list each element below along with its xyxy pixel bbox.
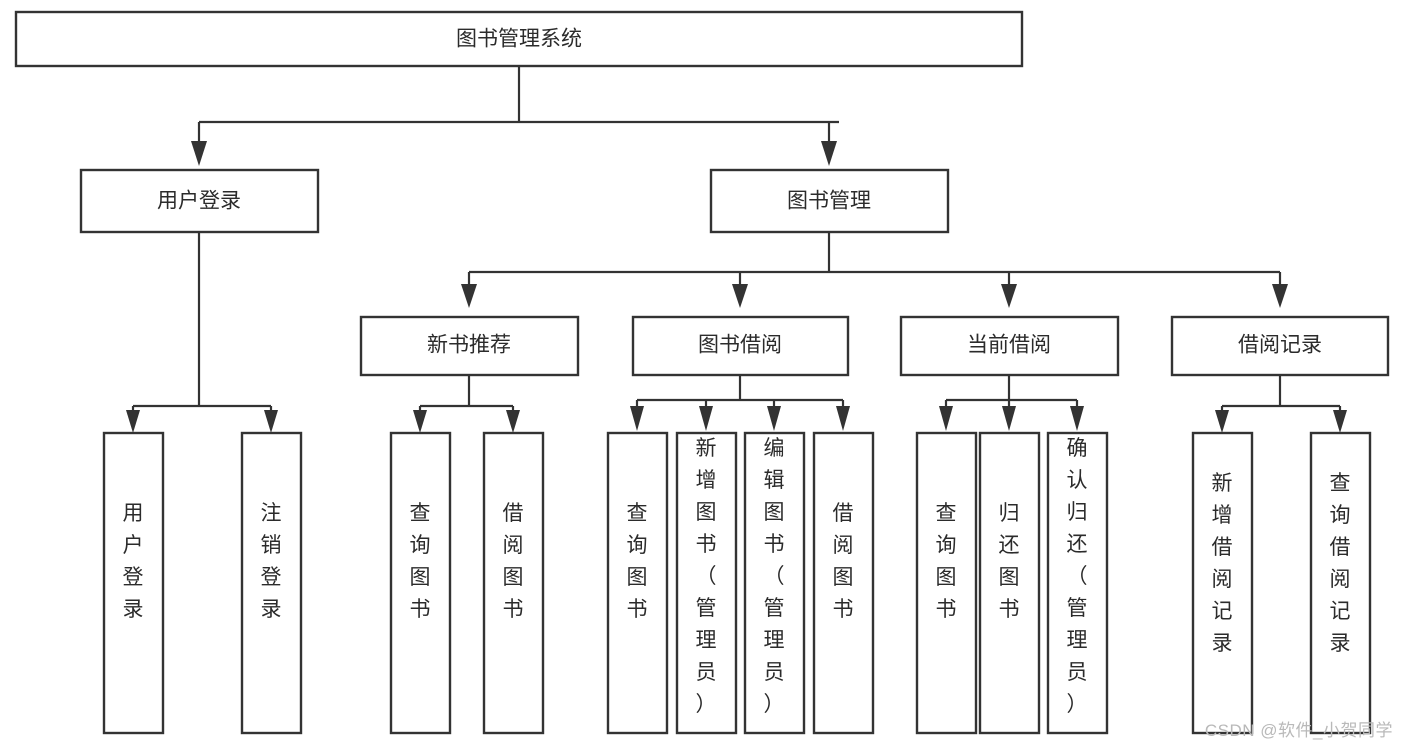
node-book-borrow[interactable]: 图书借阅 [631,315,850,377]
node-book-management-label: 图书管理 [787,190,871,213]
leaf-user-login[interactable]: 用户登录 [102,431,165,735]
leaf-edit-book-box[interactable] [743,431,806,735]
leaf-borrow-book-1[interactable]: 借阅图书 [482,431,545,735]
connector-group-new-book-recommend [413,375,520,433]
leaf-query-record[interactable]: 查询借阅记录 [1309,431,1372,735]
node-user-login-label: 用户登录 [157,190,241,213]
leaf-query-book-2[interactable]: 查询图书 [606,431,669,735]
connector-group-borrow-record [1215,375,1347,433]
leaf-return-book-box[interactable] [978,431,1041,735]
leaf-borrow-book-2[interactable]: 借阅图书 [812,431,875,735]
leaf-edit-book-label: 编辑图书（管理员） [764,437,785,716]
leaf-logout-box[interactable] [240,431,303,735]
connector-group-book-borrow [630,375,850,431]
leaf-logout-label: 注销登录 [261,502,282,621]
leaf-logout[interactable]: 注销登录 [240,431,303,735]
node-current-borrow-label: 当前借阅 [967,334,1051,357]
connector-group-current-borrow [939,375,1084,431]
leaf-add-book-label: 新增图书（管理员） [696,437,717,716]
arrow-cb-leaf-3 [1070,406,1084,431]
leaf-borrow-book-1-label: 借阅图书 [503,502,524,621]
leaf-query-record-label: 查询借阅记录 [1330,472,1351,655]
leaf-user-login-box[interactable] [102,431,165,735]
arrow-bm-to-current-borrow [1001,284,1017,308]
node-book-borrow-box[interactable] [631,315,850,377]
arrow-bb-leaf-1 [630,406,644,431]
leaf-query-book-1[interactable]: 查询图书 [389,431,452,735]
leaf-query-book-2-box[interactable] [606,431,669,735]
csdn-watermark: CSDN @软件_小贺同学 [1204,721,1393,740]
leaf-add-record[interactable]: 新增借阅记录 [1191,431,1254,735]
arrow-bb-leaf-2 [699,406,713,431]
leaf-add-record-label: 新增借阅记录 [1212,472,1233,655]
arrow-bm-to-borrow-record [1272,284,1288,308]
leaf-query-book-3-label: 查询图书 [936,502,957,621]
node-borrow-record[interactable]: 借阅记录 [1170,315,1390,377]
arrow-cb-leaf-1 [939,406,953,431]
leaf-borrow-book-1-box[interactable] [482,431,545,735]
arrow-nbr-leaf-1 [413,410,427,433]
leaf-add-book[interactable]: 新增图书（管理员） [675,431,738,735]
leaf-return-book[interactable]: 归还图书 [978,431,1041,735]
node-borrow-record-label: 借阅记录 [1238,334,1322,357]
connector-group-user-login [126,232,278,433]
leaf-edit-book[interactable]: 编辑图书（管理员） [743,431,806,735]
arrow-user-login-leaf-2 [264,410,278,433]
leaf-confirm-return-box[interactable] [1046,431,1109,735]
node-book-borrow-label: 图书借阅 [698,334,782,357]
arrow-root-to-user-login [191,141,207,166]
leaf-query-book-1-label: 查询图书 [410,502,431,621]
node-new-book-recommend-box[interactable] [359,315,580,377]
connector-group-root [191,66,839,166]
node-user-login[interactable]: 用户登录 [79,168,320,234]
leaf-query-book-2-label: 查询图书 [627,502,648,621]
arrow-br-leaf-1 [1215,410,1229,433]
node-root-label: 图书管理系统 [456,28,582,51]
leaf-query-book-3-box[interactable] [915,431,978,735]
leaf-confirm-return-label: 确认归还（管理员） [1067,437,1088,716]
connector-group-book-management [461,232,1288,308]
arrow-nbr-leaf-2 [506,410,520,433]
arrow-bb-leaf-4 [836,406,850,431]
leaf-return-book-label: 归还图书 [999,502,1020,621]
leaf-confirm-return[interactable]: 确认归还（管理员） [1046,431,1109,735]
leaf-borrow-book-2-label: 借阅图书 [833,502,854,621]
node-current-borrow-box[interactable] [899,315,1120,377]
arrow-bm-to-new-book-recommend [461,284,477,308]
node-root[interactable]: 图书管理系统 [14,10,1024,68]
arrow-root-to-book-management [821,141,837,166]
node-borrow-record-box[interactable] [1170,315,1390,377]
leaf-query-book-3[interactable]: 查询图书 [915,431,978,735]
arrow-bm-to-book-borrow [732,284,748,308]
leaf-user-login-label: 用户登录 [123,502,144,621]
arrow-bb-leaf-3 [767,406,781,431]
leaf-query-record-box[interactable] [1309,431,1372,735]
leaf-add-record-box[interactable] [1191,431,1254,735]
node-new-book-recommend[interactable]: 新书推荐 [359,315,580,377]
arrow-br-leaf-2 [1333,410,1347,433]
node-new-book-recommend-label: 新书推荐 [427,334,511,357]
node-book-management[interactable]: 图书管理 [709,168,950,234]
leaf-query-book-1-box[interactable] [389,431,452,735]
arrow-user-login-leaf-1 [126,410,140,433]
leaf-add-book-box[interactable] [675,431,738,735]
node-user-login-box[interactable] [79,168,320,234]
node-book-management-box[interactable] [709,168,950,234]
leaf-borrow-book-2-box[interactable] [812,431,875,735]
node-root-box[interactable] [14,10,1024,68]
arrow-cb-leaf-2 [1002,406,1016,431]
node-current-borrow[interactable]: 当前借阅 [899,315,1120,377]
